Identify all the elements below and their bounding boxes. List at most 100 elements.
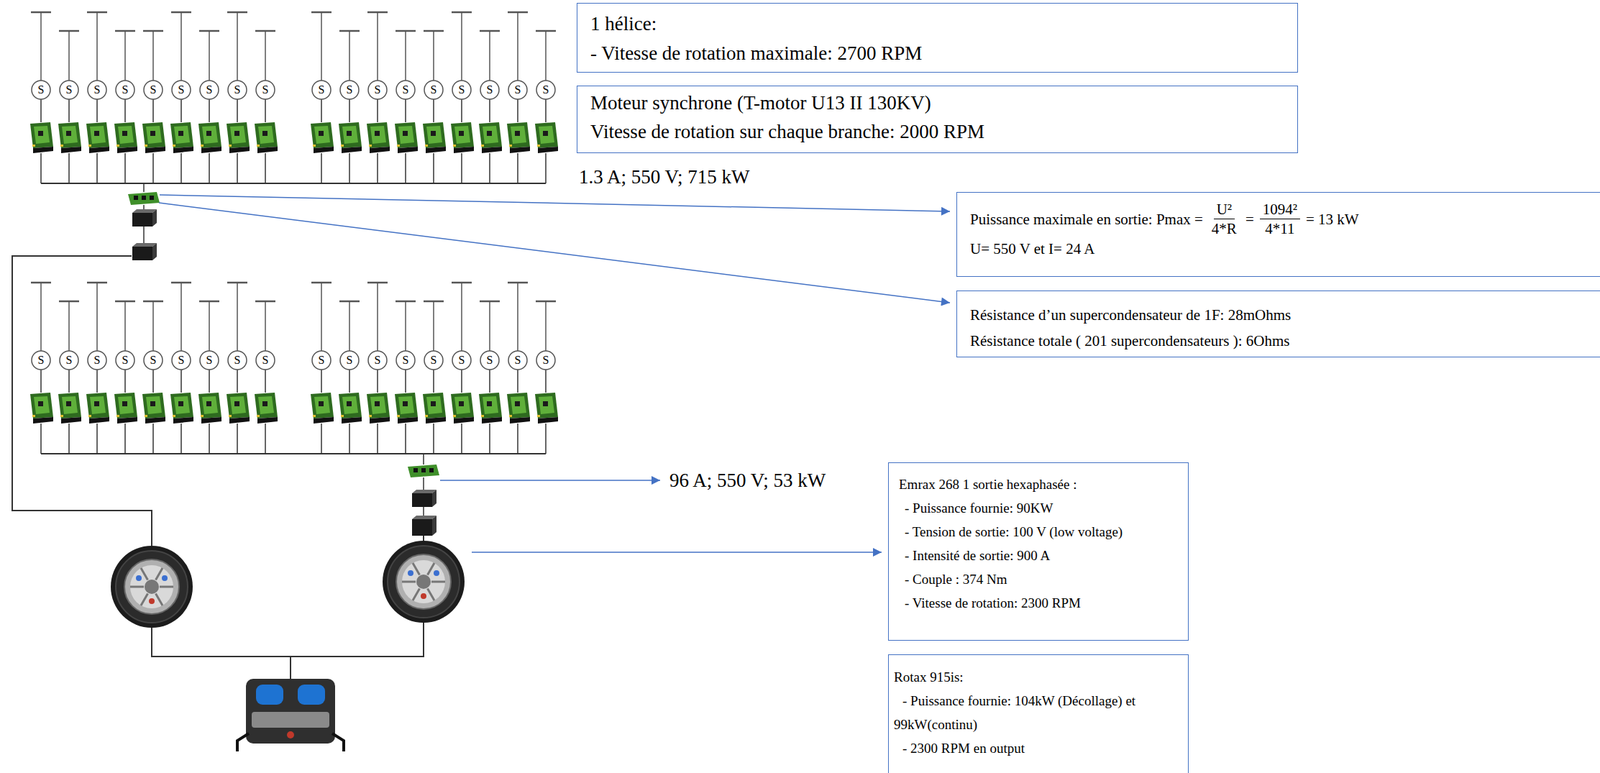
wire [264,423,267,454]
servo-letter: S [256,350,275,370]
esc-board [58,392,82,419]
esc-board-base [481,417,502,424]
propeller-shaft [348,30,351,81]
esc-board-face [314,125,331,144]
esc-board [86,122,110,149]
esc-chip [94,130,100,136]
esc-board-face [117,125,134,144]
esc-board [170,392,194,419]
motor-spoke [412,563,420,575]
engine-cylinder [256,684,284,705]
wire [376,153,379,184]
servo-letter: S [143,80,163,100]
esc-connector [88,144,92,147]
esc-board-base [89,417,110,424]
propeller-blade [535,300,556,303]
propeller-shaft [236,282,239,351]
esc-board [422,122,446,149]
servo-symbol [424,80,443,100]
spec-box: Puissance maximale en sortie: Pmax =U²4*… [956,192,1600,277]
servo-symbol [368,350,387,370]
servo-letter: S [87,80,107,100]
esc-board-face [89,125,106,144]
formula-part: = [1245,209,1255,229]
motor-terminal [420,593,427,600]
box-line: - 2300 RPM en output [893,736,1183,761]
propeller-shaft [488,30,491,81]
wire [348,369,351,393]
esc-board-base [257,146,278,154]
esc-board [30,392,54,419]
numerator: U² [1213,199,1235,220]
esc-board [114,392,138,419]
esc-connector [116,414,120,418]
esc-chip [318,401,324,407]
esc-board-base [453,146,474,154]
esc-chip [486,130,492,136]
wire [404,99,407,123]
propeller-shaft [264,30,267,81]
servo-symbol [424,350,443,370]
wire [152,153,154,184]
esc-board-face [538,396,555,415]
wire [517,423,519,454]
esc-chip [178,130,184,136]
servo-letter: S [368,350,387,370]
wire [96,153,98,184]
wire [545,369,547,393]
esc-board-base [145,146,166,154]
wire [517,153,519,184]
converter-body [132,212,153,227]
wire [264,369,267,393]
esc-connector [256,414,260,418]
engine-block [245,678,336,744]
esc-connector [312,414,316,418]
esc-board [310,392,334,419]
servo-symbol [312,350,331,370]
engine-cylinder [297,684,326,705]
propeller-shaft [348,301,351,351]
esc-board [58,122,82,149]
servo-symbol [115,350,135,370]
propeller-shaft [68,30,70,81]
propeller-shaft [208,301,210,351]
wire [236,99,239,123]
propeller-blade [58,300,80,303]
box-heading: 1 hélice: [590,12,1285,36]
esc-chip [38,130,44,136]
servo-symbol [143,80,163,100]
esc-chip [458,130,464,136]
esc-board [535,392,559,419]
esc-board [422,392,446,419]
propeller-shaft [432,30,435,81]
servo-symbol [199,350,219,370]
esc-chip [178,401,184,407]
esc-board-face [426,125,443,144]
servo-letter: S [340,80,359,100]
motor-terminal [161,575,168,582]
esc-board [366,122,390,149]
servo-symbol [312,80,331,100]
supercapacitor-board [128,192,160,205]
motor-spoke [130,586,144,589]
esc-connector [200,144,204,147]
propeller-shaft [208,30,210,81]
wire [208,423,210,454]
wire [488,423,491,454]
wire [488,99,491,123]
esc-connector [396,414,400,418]
box-line: Résistance totale ( 201 supercondensateu… [970,331,1600,351]
esc-connector [537,144,541,147]
esc-board [30,122,54,149]
wire [517,99,519,123]
esc-board [394,392,418,419]
servo-letter: S [452,80,472,100]
esc-connector [340,414,344,418]
wire [348,153,351,184]
propeller-shaft [180,12,182,81]
esc-board-face [482,125,499,144]
board-chip [133,195,139,200]
servo-letter: S [368,80,387,100]
wire [152,99,154,123]
leader-arrow [159,194,950,212]
